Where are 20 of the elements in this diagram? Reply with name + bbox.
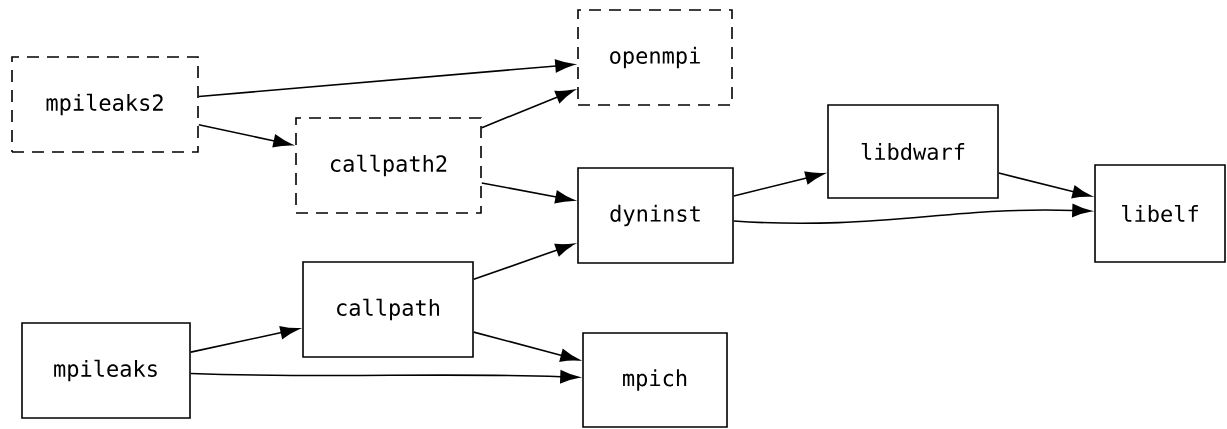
package-box: libelf <box>1094 164 1226 263</box>
arrow <box>998 172 1092 199</box>
package-box: openmpi <box>577 9 733 106</box>
arrow <box>481 89 575 129</box>
package-box: callpath <box>302 261 474 358</box>
package-box: libdwarf <box>827 104 999 199</box>
arrow <box>473 243 575 281</box>
arrow <box>190 370 580 384</box>
package-box: mpileaks2 <box>11 56 199 153</box>
package-box: mpich <box>582 332 728 428</box>
package-box: mpileaks <box>21 322 191 419</box>
package-box: dyninst <box>577 167 734 264</box>
arrow <box>190 326 300 353</box>
arrow <box>198 123 293 148</box>
arrow <box>733 203 1092 225</box>
package-box: callpath2 <box>295 117 482 214</box>
arrow <box>481 182 575 204</box>
arrow <box>733 171 825 197</box>
arrow <box>473 331 580 362</box>
arrow <box>198 59 575 98</box>
